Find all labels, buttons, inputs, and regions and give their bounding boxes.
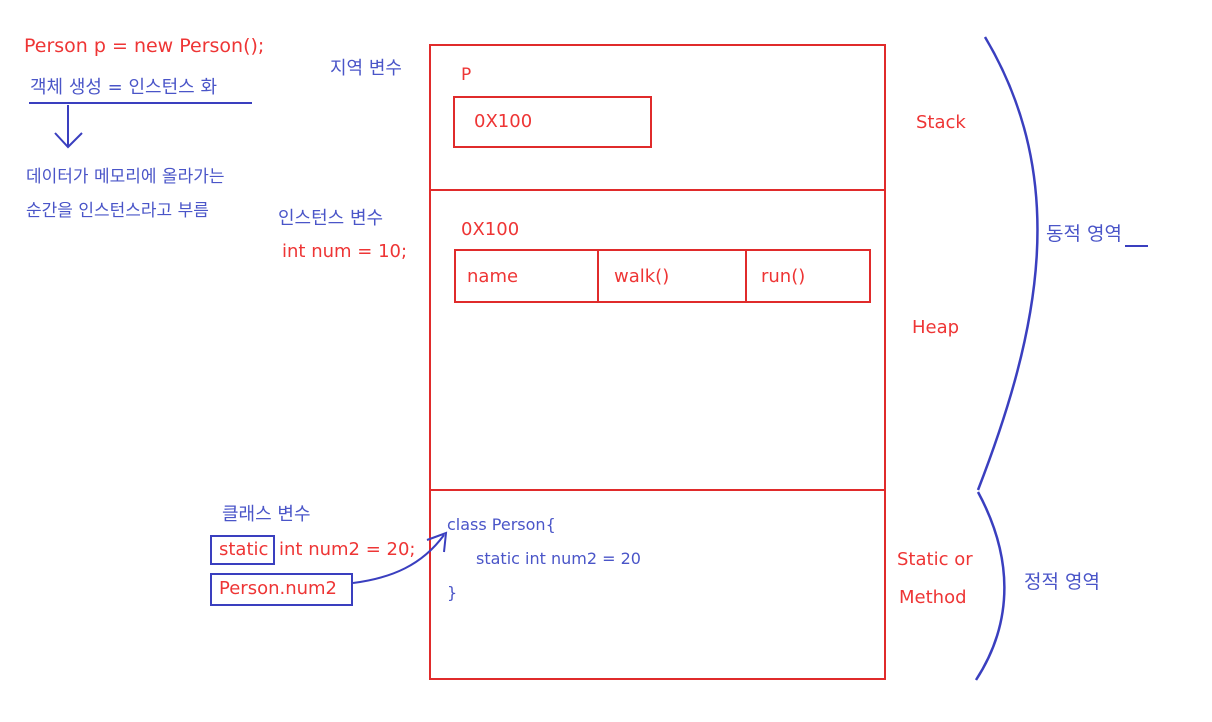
dynamic-region-label: 동적 영역 — [1046, 223, 1122, 245]
heap-area-label: Heap — [912, 317, 960, 338]
memory-container — [429, 44, 886, 680]
heap-address: 0X100 — [461, 219, 520, 240]
class-ref-arrow — [352, 534, 445, 584]
static-keyword: static — [219, 539, 269, 560]
instance-var-code: int num = 10; — [282, 241, 408, 262]
explain-line-1: 데이터가 메모리에 올라가는 — [26, 167, 225, 187]
heap-cell-divider-2 — [745, 249, 747, 303]
stack-address-box — [453, 96, 652, 148]
static-keyword-box — [210, 535, 275, 565]
static-decl-rest: int num2 = 20; — [279, 539, 416, 560]
local-var-label: 지역 변수 — [330, 58, 402, 79]
static-code-line-3: } — [447, 583, 458, 602]
static-code-line-1: class Person{ — [447, 515, 556, 534]
static-code-line-2: static int num2 = 20 — [476, 549, 641, 568]
stack-area-label: Stack — [916, 112, 966, 133]
heap-cell-run: run() — [761, 266, 806, 287]
explain-line-2: 순간을 인스턴스라고 부름 — [26, 201, 209, 221]
static-region-brace — [974, 491, 1006, 681]
heap-cell-divider-1 — [597, 249, 599, 303]
stack-heap-divider — [429, 189, 886, 191]
class-ref-box — [210, 573, 353, 606]
heap-cell-walk: walk() — [614, 266, 670, 287]
dynamic-region-brace — [976, 36, 1039, 491]
heap-object-box — [454, 249, 871, 303]
code-new-person: Person p = new Person(); — [24, 35, 265, 57]
class-ref-arrow-head — [426, 531, 448, 553]
down-arrow-head — [54, 132, 83, 149]
static-area-label-2: Method — [899, 587, 967, 608]
creation-label: 객체 생성 = 인스턴스 화 — [30, 77, 218, 98]
heap-static-divider — [429, 489, 886, 491]
stack-address: 0X100 — [474, 111, 533, 132]
static-region-label: 정적 영역 — [1024, 571, 1100, 593]
class-ref: Person.num2 — [219, 578, 338, 599]
instance-var-label: 인스턴스 변수 — [278, 208, 384, 229]
static-area-label-1: Static or — [897, 549, 973, 570]
heap-cell-name: name — [467, 266, 519, 287]
class-var-label: 클래스 변수 — [222, 504, 311, 525]
stack-var-name: P — [461, 65, 472, 85]
